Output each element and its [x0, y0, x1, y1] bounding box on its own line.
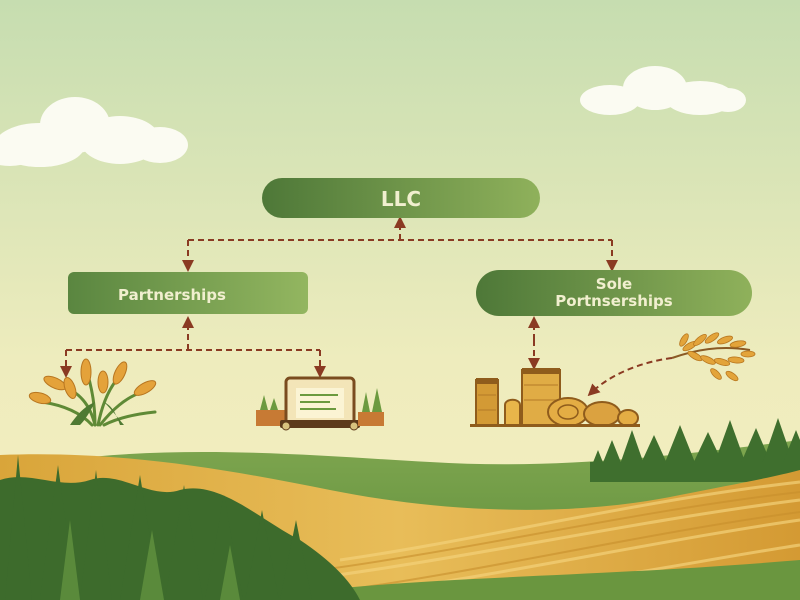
node-sole-label-line1: Sole — [596, 275, 632, 293]
tree-line-right — [590, 418, 800, 482]
connector-root-to-branches — [182, 216, 618, 272]
grass-highlights — [60, 520, 240, 600]
foreground-slope — [250, 560, 800, 600]
farm-ledger-icon — [256, 376, 384, 431]
grain-silo-hay-icon — [470, 368, 640, 427]
connector-branch-to-silo — [587, 357, 673, 397]
wheat-bundle-icon — [28, 358, 157, 427]
node-sole-proprietorships: Sole Portnserships — [476, 270, 752, 316]
node-partnerships-label: Partnerships — [118, 286, 226, 304]
grass-foreground-left — [0, 455, 360, 600]
wheat-branch-icon — [671, 332, 756, 382]
node-llc: LLC — [262, 178, 540, 218]
node-llc-label: LLC — [381, 187, 421, 211]
connector-partnerships-to-icons — [60, 316, 326, 378]
node-sole-label-line2: Portnserships — [555, 292, 673, 310]
cloud-icon — [580, 66, 746, 115]
field-shadow-furrows — [319, 491, 800, 593]
node-partnerships: Partnerships — [68, 272, 308, 314]
cloud-icon — [0, 97, 188, 167]
